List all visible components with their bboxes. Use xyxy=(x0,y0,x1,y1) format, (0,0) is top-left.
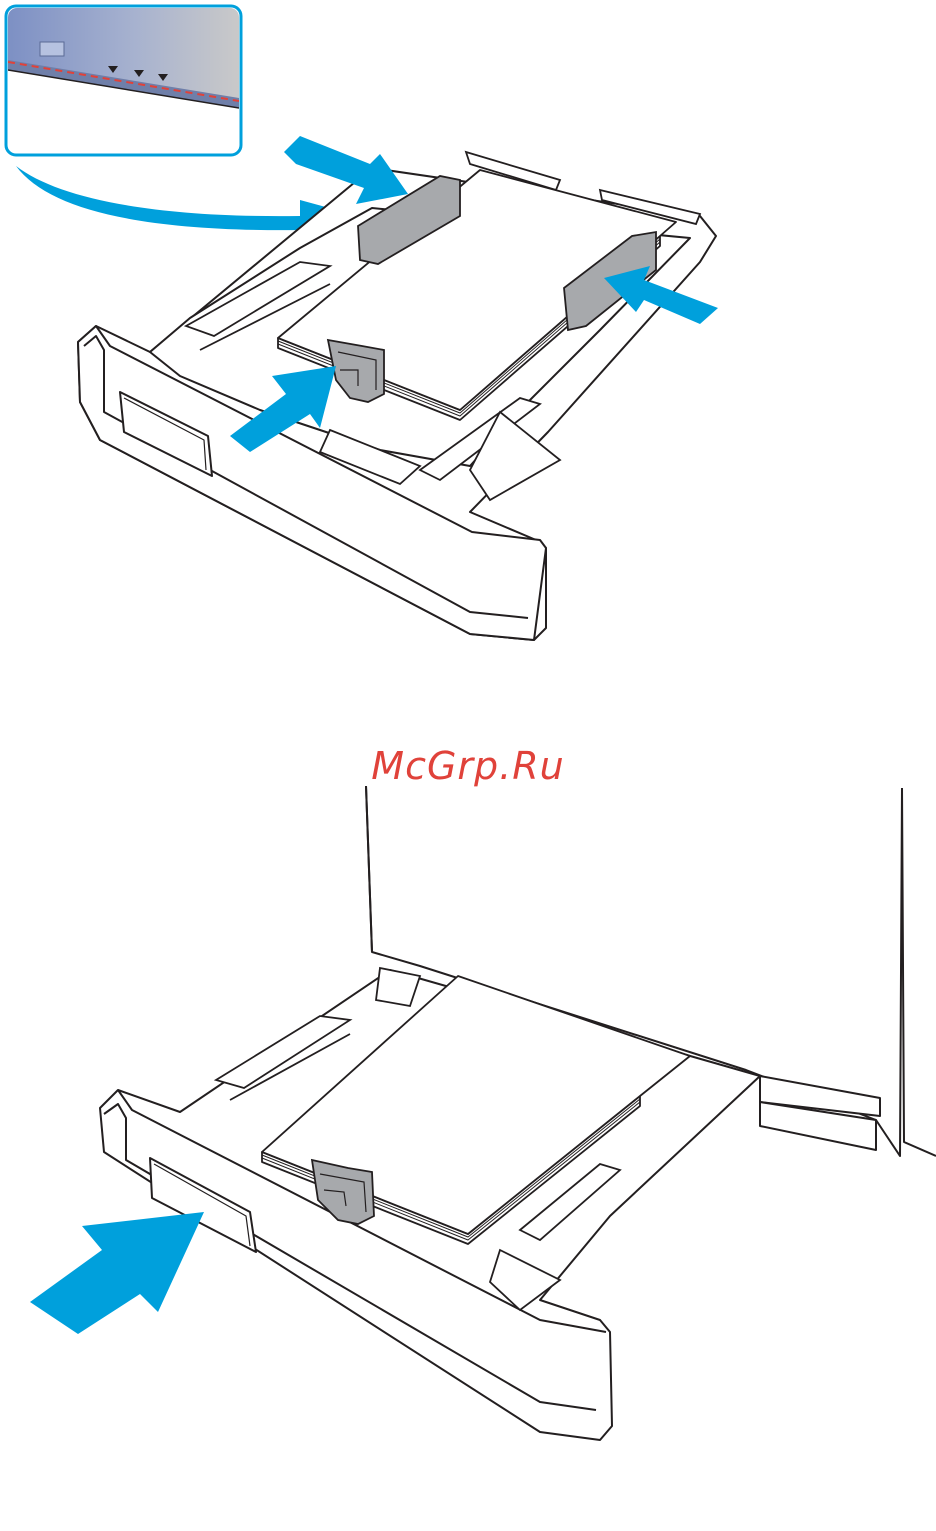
arrow-up-right-icon xyxy=(30,1212,204,1334)
adjust-paper-guides-illustration xyxy=(0,0,936,700)
stack-height-callout xyxy=(6,6,241,155)
close-tray-illustration xyxy=(0,780,936,1531)
push-tray-arrow xyxy=(30,1212,204,1334)
